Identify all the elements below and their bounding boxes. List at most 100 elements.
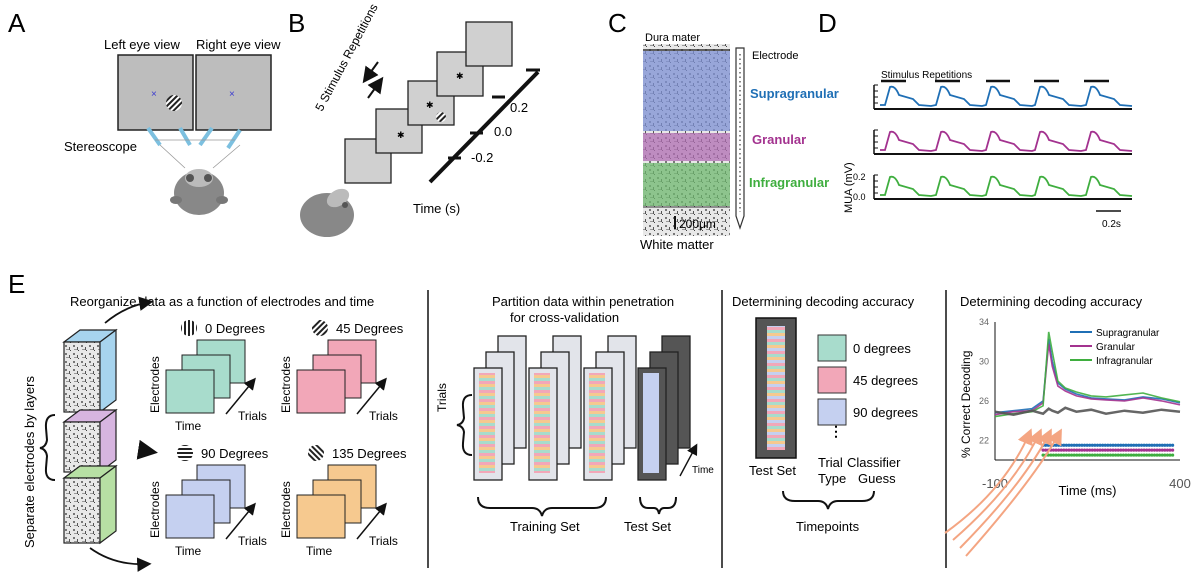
significance-dot [1069, 448, 1074, 452]
legend-swatch-0 [817, 334, 847, 362]
granular-label: Granular [752, 132, 806, 147]
significance-dot [1142, 453, 1146, 457]
significance-dot [1137, 443, 1141, 447]
svg-text:0 Degrees: 0 Degrees [205, 321, 265, 336]
white-matter-label: White matter [640, 237, 714, 252]
significance-dot [1152, 448, 1157, 452]
repeat-icon [362, 61, 384, 99]
significance-dot [1077, 448, 1081, 452]
granular-trace [880, 130, 1133, 152]
right-fixation-cross: × [229, 89, 235, 100]
significance-dot [1075, 443, 1079, 447]
significance-dot [1064, 453, 1069, 457]
significance-dot [1095, 443, 1100, 447]
stereoscope-mirrors [146, 126, 242, 150]
significance-dot [1126, 443, 1131, 447]
significance-dot [1132, 443, 1136, 447]
significance-dot [1168, 443, 1172, 447]
significance-dot [1041, 453, 1045, 457]
cross-validation-folds [473, 335, 691, 481]
partition-subtitle: for cross-validation [510, 310, 619, 325]
significance-dot [1059, 448, 1063, 452]
significance-dot [1095, 453, 1100, 457]
significance-dot [1067, 443, 1071, 447]
significance-dot [1098, 448, 1102, 452]
grating-small [436, 112, 446, 122]
legend-0: 0 degrees [853, 341, 911, 356]
time-axis-b [428, 68, 540, 184]
series-infragranular [994, 331, 1181, 418]
significance-dot [1072, 453, 1076, 457]
significance-dot [1171, 443, 1175, 447]
trial-type-2: Type [818, 471, 846, 486]
test-fold-data [643, 373, 659, 473]
supragranular-label: Supragranular [750, 86, 839, 101]
repetitions-label: 5 Stimulus Repetitions [312, 1, 380, 113]
stereoscope-label: Stereoscope [64, 139, 137, 154]
significance-dot [1093, 448, 1097, 452]
chart-ylabel: % Correct Decoding [959, 351, 973, 458]
brace [39, 414, 56, 481]
granular-band [643, 133, 730, 161]
significance-dot [1088, 448, 1092, 452]
time-scale-label-d: 0.2s [1102, 219, 1121, 230]
significance-dot [1126, 448, 1131, 452]
svg-text:Trials: Trials [238, 534, 267, 548]
legend-label: Supragranular [1096, 328, 1160, 339]
significance-dot [1103, 443, 1107, 447]
significance-dot [1160, 448, 1164, 452]
series-baseline [994, 406, 1181, 416]
legend-45: 45 degrees [853, 373, 919, 388]
significance-dot [1165, 443, 1170, 447]
significance-dot [1147, 448, 1151, 452]
legend-swatch-45 [817, 366, 847, 394]
mua-ytick-top: 0.2 [853, 172, 866, 182]
significance-dot [1098, 443, 1102, 447]
significance-dot [1054, 448, 1058, 452]
train-fold-data [534, 373, 550, 473]
significance-dot [1126, 453, 1131, 457]
significance-dot [1106, 448, 1110, 452]
tick-neg: -0.2 [471, 150, 493, 165]
significance-dot [1054, 453, 1058, 457]
significance-dot [1132, 448, 1136, 452]
significance-dot [1114, 443, 1118, 447]
significance-dot [1044, 448, 1048, 452]
panel-a-letter: A [8, 8, 26, 38]
y-tick-label: 26 [979, 396, 989, 406]
significance-dot [1124, 453, 1128, 457]
time-axis-label-b: Time (s) [413, 201, 460, 216]
significance-dot [1163, 453, 1167, 457]
right-eye-screen [195, 54, 272, 131]
significance-dot [1090, 443, 1094, 447]
mua-ytick-bottom: 0.0 [853, 192, 866, 202]
svg-text:135 Degrees: 135 Degrees [332, 446, 407, 461]
svg-text:90 Degrees: 90 Degrees [201, 446, 269, 461]
significance-dot [1116, 453, 1120, 457]
legend-swatch-90 [817, 398, 847, 426]
dura-label: Dura mater [645, 32, 700, 44]
significance-dot [1057, 448, 1061, 452]
significance-dot [1064, 443, 1069, 447]
significance-dot [1168, 453, 1172, 457]
scale-label-c: 200μm [679, 217, 716, 231]
significance-dot [1147, 453, 1151, 457]
significance-dot [1088, 443, 1092, 447]
significance-dot [1111, 448, 1115, 452]
y-tick-label: 30 [979, 356, 989, 366]
stim-reps-label: Stimulus Repetitions [881, 70, 972, 81]
svg-text:Time: Time [175, 544, 202, 558]
svg-text:Trials: Trials [369, 409, 398, 423]
significance-dot [1108, 443, 1113, 447]
significance-dot [1158, 453, 1162, 457]
optic-paths [155, 139, 241, 169]
right-eye-label: Right eye view [196, 37, 281, 52]
significance-dot [1147, 443, 1151, 447]
significance-dot [1106, 443, 1110, 447]
significance-dot [1168, 448, 1172, 452]
significance-dot [1129, 443, 1133, 447]
training-set-label: Training Set [510, 519, 580, 534]
significance-dot [1145, 448, 1149, 452]
significance-dot [1062, 453, 1066, 457]
significance-dot [1067, 453, 1071, 457]
